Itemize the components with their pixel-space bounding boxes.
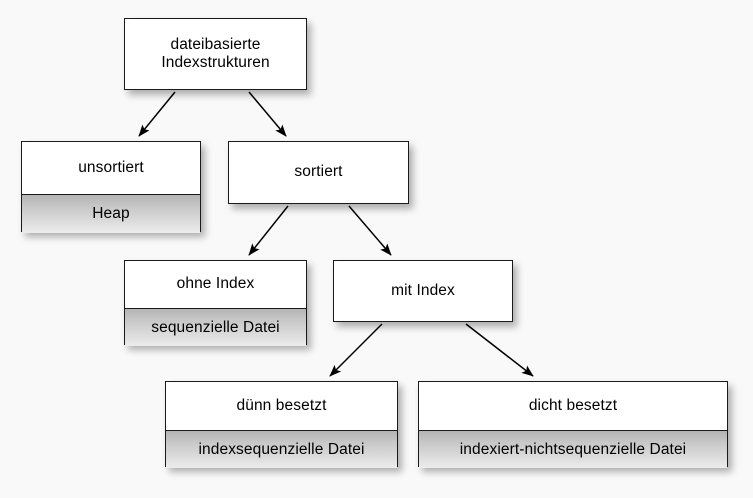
node-title: sortiert: [229, 142, 408, 203]
edge-root-to-unsortiert: [138, 91, 176, 137]
node-title: ohne Index: [125, 261, 306, 308]
node-ohne-index[interactable]: ohne Index sequenzielle Datei: [124, 260, 307, 346]
edge-mit-index-to-duenn-besetzt: [329, 323, 383, 377]
node-mit-index[interactable]: mit Index: [333, 260, 513, 322]
edge-sortiert-to-ohne-index: [248, 205, 289, 256]
edge-mit-index-to-dicht-besetzt: [465, 323, 534, 377]
node-title: mit Index: [334, 261, 512, 321]
node-title: dateibasierte Indexstrukturen: [125, 19, 306, 89]
node-title: dicht besetzt: [419, 382, 727, 430]
node-duenn-besetzt[interactable]: dünn besetzt indexsequenzielle Datei: [165, 381, 398, 468]
node-subtitle: indexiert-nichtsequenzielle Datei: [419, 430, 727, 468]
edge-sortiert-to-mit-index: [348, 205, 392, 256]
edge-root-to-sortiert: [248, 91, 287, 137]
node-subtitle: Heap: [22, 194, 200, 233]
node-title: dünn besetzt: [166, 382, 397, 430]
node-unsortiert[interactable]: unsortiert Heap: [21, 141, 201, 233]
node-title: unsortiert: [22, 142, 200, 194]
node-subtitle: indexsequenzielle Datei: [166, 430, 397, 468]
node-dateibasierte-indexstrukturen[interactable]: dateibasierte Indexstrukturen: [124, 18, 307, 90]
node-sortiert[interactable]: sortiert: [228, 141, 409, 204]
node-subtitle: sequenzielle Datei: [125, 308, 306, 346]
node-dicht-besetzt[interactable]: dicht besetzt indexiert-nichtsequenziell…: [418, 381, 728, 468]
